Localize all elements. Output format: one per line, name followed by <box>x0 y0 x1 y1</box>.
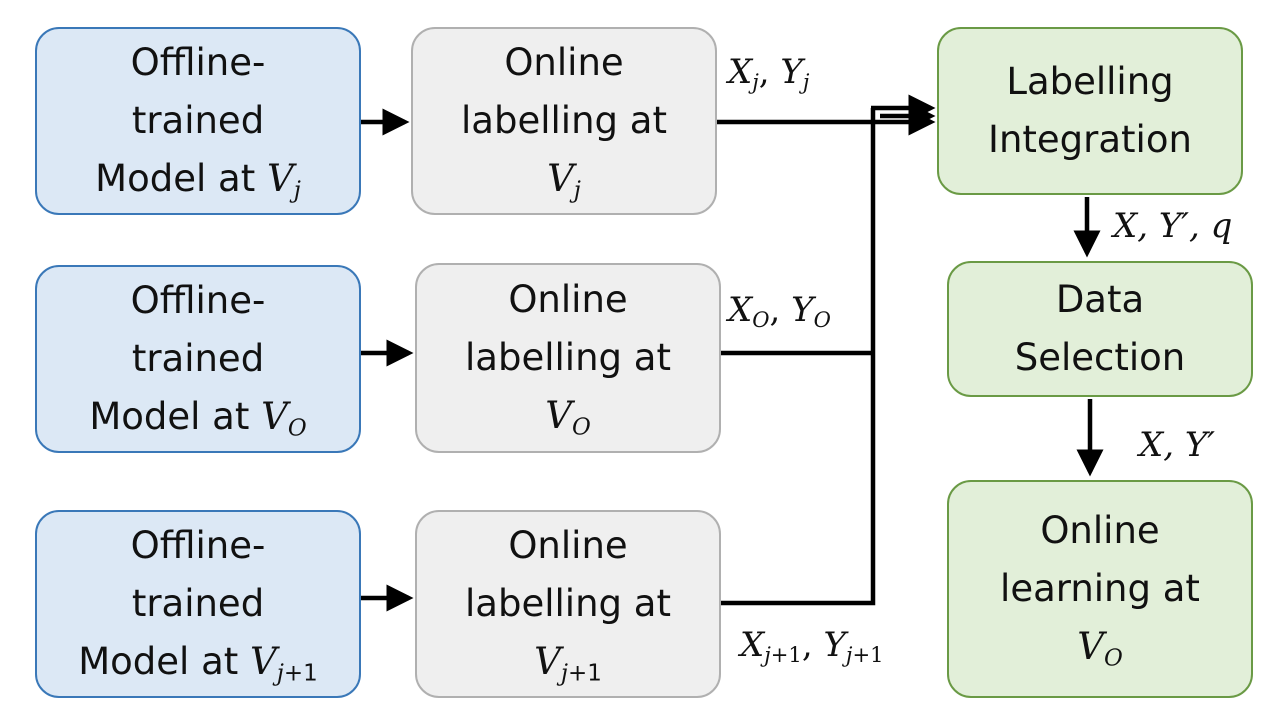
online-labelling-vj-line2: labelling at <box>461 99 667 142</box>
offline-model-vj-line2: trained <box>131 99 265 142</box>
online-labelling-vj1-box: Online labelling at Vj+1 <box>415 510 721 698</box>
offline-model-vj1-line3: Model at Vj+1 <box>78 640 318 687</box>
offline-model-vo-line3: Model at VO <box>89 395 307 442</box>
online-learning-line2: learning at <box>1000 567 1200 610</box>
edge-label-xj-yj: Xj, Yj <box>728 52 810 94</box>
online-learning-line3: VO <box>1077 625 1123 672</box>
online-learning-box: Online learning at VO <box>947 480 1253 698</box>
offline-model-vj1-line1: Offline- <box>130 524 266 567</box>
online-labelling-vo-line3: VO <box>545 394 591 441</box>
online-labelling-vj-box: Online labelling at Vj <box>411 27 717 215</box>
edge-label-xo-yo: XO, YO <box>728 290 831 332</box>
online-labelling-vj1-line1: Online <box>508 524 628 567</box>
labelling-integration-line1: Labelling <box>1006 60 1174 103</box>
labelling-integration-line2: Integration <box>988 118 1192 161</box>
offline-model-vj1-line2: trained <box>131 582 265 625</box>
offline-model-vj-box: Offline- trained Model at Vj <box>35 27 361 215</box>
edge-label-x-yprime: X, Y′ <box>1139 425 1215 465</box>
offline-model-vj-line1: Offline- <box>130 41 266 84</box>
offline-model-vj1-box: Offline- trained Model at Vj+1 <box>35 510 361 698</box>
labelling-integration-box: Labelling Integration <box>937 27 1243 195</box>
online-labelling-vj-line3: Vj <box>547 157 581 204</box>
data-selection-line1: Data <box>1055 278 1145 321</box>
online-labelling-vo-line1: Online <box>508 278 628 321</box>
online-labelling-vo-line2: labelling at <box>465 336 671 379</box>
online-labelling-vj1-line3: Vj+1 <box>534 640 602 687</box>
online-learning-line1: Online <box>1040 509 1160 552</box>
online-labelling-vo-box: Online labelling at VO <box>415 263 721 453</box>
offline-model-vj-line3: Model at Vj <box>95 157 301 204</box>
online-labelling-vj1-line2: labelling at <box>465 582 671 625</box>
edge-label-xj1-yj1: Xj+1, Yj+1 <box>740 625 884 667</box>
offline-model-vo-line1: Offline- <box>130 279 266 322</box>
data-selection-box: Data Selection <box>947 261 1253 397</box>
online-labelling-vj-line1: Online <box>504 41 624 84</box>
offline-model-vo-box: Offline- trained Model at VO <box>35 265 361 453</box>
data-selection-line2: Selection <box>1014 336 1186 379</box>
offline-model-vo-line2: trained <box>131 337 265 380</box>
line-vj1-to-bus <box>721 108 876 606</box>
edge-label-x-yprime-q: X, Y′, q <box>1113 206 1233 246</box>
